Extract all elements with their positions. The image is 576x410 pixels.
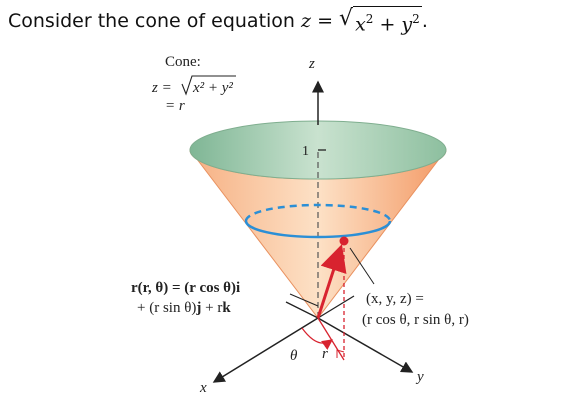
x-axis [212,317,319,383]
cone-eq-lhs: z = [151,80,172,96]
prompt-text: Consider the cone of equation z = √ x2 +… [8,2,568,40]
cone-eq-radical [181,75,236,96]
point-on-cone [339,236,349,246]
leader-param [289,293,319,307]
exponent-y: 2 [412,11,420,26]
position-vector [316,244,347,319]
cone-eq-r: = r [165,98,185,114]
r-segment [317,317,345,361]
cone-eq-radicand: x² + y² [192,80,233,96]
back-axis-left [285,301,319,319]
leader-point [349,247,375,285]
param-line-2: + (r sin θ)j + rk [137,300,231,316]
axis-y-label: y [415,369,424,385]
radicand: x2 + y2 [353,5,422,36]
prompt-period: . [421,10,428,32]
radical-sign: √ [339,5,354,31]
theta-label: θ [290,348,298,364]
param-line-1: r(r, θ) = (r cos θ)i [131,280,240,296]
right-angle-mark [336,349,345,358]
prompt-radical: √ x2 + y2 [339,5,422,36]
prompt-lead: Consider the cone of equation [8,10,295,32]
tick-one-label: 1 [302,144,309,159]
axis-z-label: z [308,56,315,72]
theta-arc [301,327,333,350]
r-label: r [322,346,328,362]
axis-x-label: x [199,380,207,396]
radicand-x: x [355,13,366,36]
level-circle-front [244,220,392,239]
level-circle-back [244,203,392,222]
back-axis-right [317,295,355,319]
y-axis [317,317,414,373]
radicand-plus-y: + y [373,13,413,36]
point-line-2: (r cos θ, r sin θ, r) [362,312,469,328]
cone-heading: Cone: [165,54,201,70]
point-line-1: (x, y, z) = [366,291,424,307]
exponent-x: 2 [365,11,374,26]
prompt-lhs: z = [301,10,333,32]
